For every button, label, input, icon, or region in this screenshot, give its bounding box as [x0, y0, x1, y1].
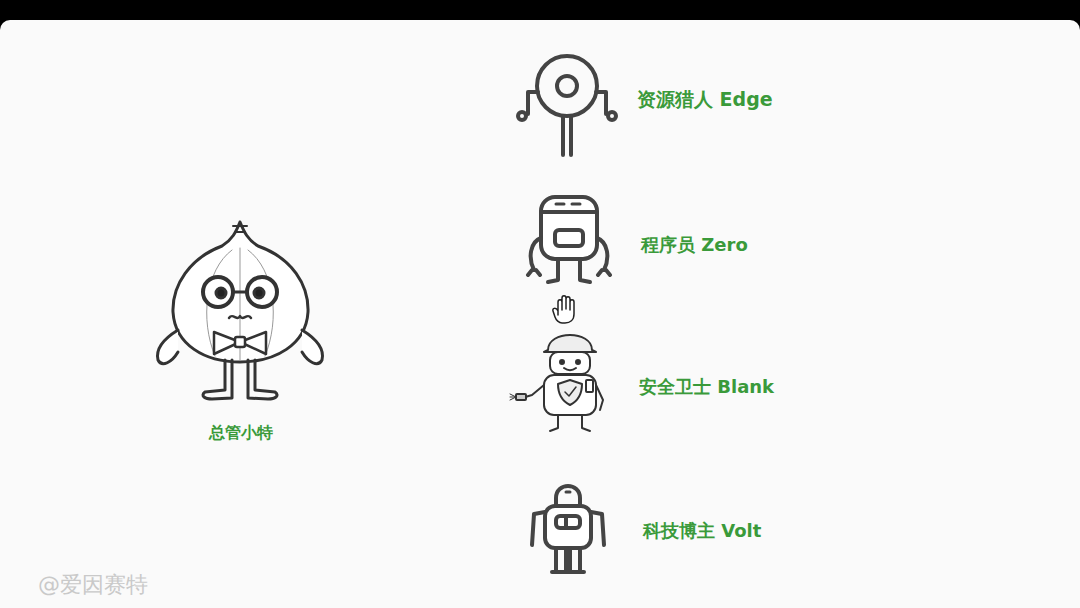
zero-robot [528, 197, 610, 282]
role-label: 安全卫士 Blank [639, 375, 774, 399]
role-label: 科技博主 Volt [643, 519, 761, 543]
volt-robot [532, 486, 604, 572]
hand-cursor [553, 296, 574, 323]
edge-robot [518, 56, 616, 155]
manager-label: 总管小特 [209, 423, 273, 444]
blank-robot [510, 335, 603, 431]
slide-panel [0, 20, 1080, 608]
role-label: 资源猎人 Edge [637, 87, 773, 113]
watermark: @爱因赛特 [38, 570, 148, 600]
role-label: 程序员 Zero [641, 233, 748, 257]
onion-character [157, 222, 322, 399]
